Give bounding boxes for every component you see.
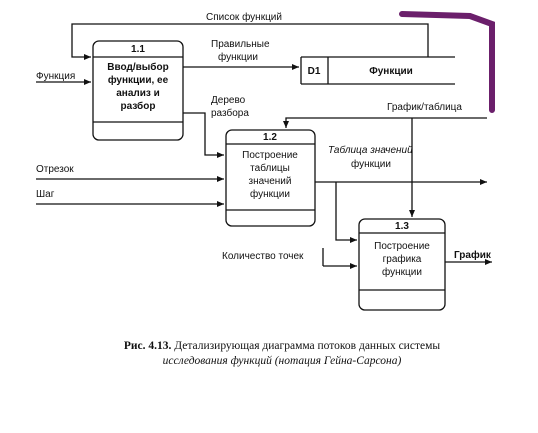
process-1-3-line3: функции — [382, 266, 422, 278]
process-1-1-line3: анализ и — [116, 88, 160, 99]
flow-value-table-line1: Таблица значений — [328, 144, 413, 156]
process-1-1-id: 1.1 — [131, 44, 145, 55]
flow-step-label: Шаг — [36, 189, 55, 200]
process-1-2-line3: значений — [249, 176, 292, 187]
caption-line-1: Рис. 4.13. Детализирующая диаграмма пото… — [62, 339, 502, 354]
flow-graph-table: График/таблица — [283, 101, 487, 217]
marker-scribble — [399, 11, 495, 113]
flow-value-table: Таблица значений функции — [315, 144, 487, 243]
figure-caption: Рис. 4.13. Детализирующая диаграмма пото… — [62, 339, 502, 369]
flow-parse-tree-line2: разбора — [211, 107, 249, 119]
flow-step: Шаг — [36, 189, 224, 207]
flow-function-list-label: Список функций — [206, 11, 282, 23]
process-1-2-id: 1.2 — [263, 132, 277, 143]
flow-function-list: Список функций — [71, 11, 429, 60]
flow-segment-label: Отрезок — [36, 164, 74, 175]
flow-point-count: Количество точек — [222, 248, 357, 269]
flow-value-table-line2: функции — [351, 158, 391, 170]
flow-correct-functions-line2: функции — [218, 51, 258, 63]
process-1-3-line2: графика — [383, 253, 422, 265]
process-1-2-line2: таблицы — [250, 162, 290, 174]
process-1-3-line1: Построение — [374, 241, 430, 252]
flow-parse-tree: Дерево разбора — [183, 95, 249, 158]
process-1-1-line1: Ввод/выбор — [107, 61, 168, 73]
caption-label: Рис. 4.13. — [123, 340, 172, 352]
data-store-d1: D1 Функции — [300, 56, 455, 85]
flow-parse-tree-line1: Дерево — [211, 95, 246, 106]
process-1-2-line1: Построение — [242, 150, 298, 161]
process-1-1: 1.1 Ввод/выбор функции, ее анализ и разб… — [92, 40, 184, 141]
flow-graph-table-label: График/таблица — [387, 101, 462, 113]
data-store-id: D1 — [308, 66, 321, 77]
process-1-1-line4: разбор — [121, 100, 156, 112]
flow-point-count-label: Количество точек — [222, 251, 304, 262]
process-1-3-id: 1.3 — [395, 221, 409, 232]
flow-segment: Отрезок — [36, 164, 224, 182]
caption-text: Детализирующая диаграмма потоков данных … — [174, 340, 441, 352]
process-1-1-line2: функции, ее — [108, 74, 169, 86]
process-1-3: 1.3 Построение графика функции — [358, 218, 446, 311]
flow-function: Функция — [36, 71, 91, 85]
flow-correct-functions-line1: Правильные — [211, 39, 270, 50]
flow-function-label: Функция — [36, 71, 75, 82]
flow-graph: График — [445, 249, 492, 265]
flow-graph-label: График — [454, 249, 492, 261]
data-store-name: Функции — [369, 66, 413, 77]
caption-line-2: исследования функций (нотация Гейна-Сарс… — [162, 355, 402, 367]
data-flow-diagram: 1.1 Ввод/выбор функции, ее анализ и разб… — [36, 11, 495, 311]
flow-correct-functions: Правильные функции — [183, 39, 299, 70]
process-1-2-line4: функции — [250, 188, 290, 200]
process-1-2: 1.2 Построение таблицы значений функции — [225, 129, 316, 227]
